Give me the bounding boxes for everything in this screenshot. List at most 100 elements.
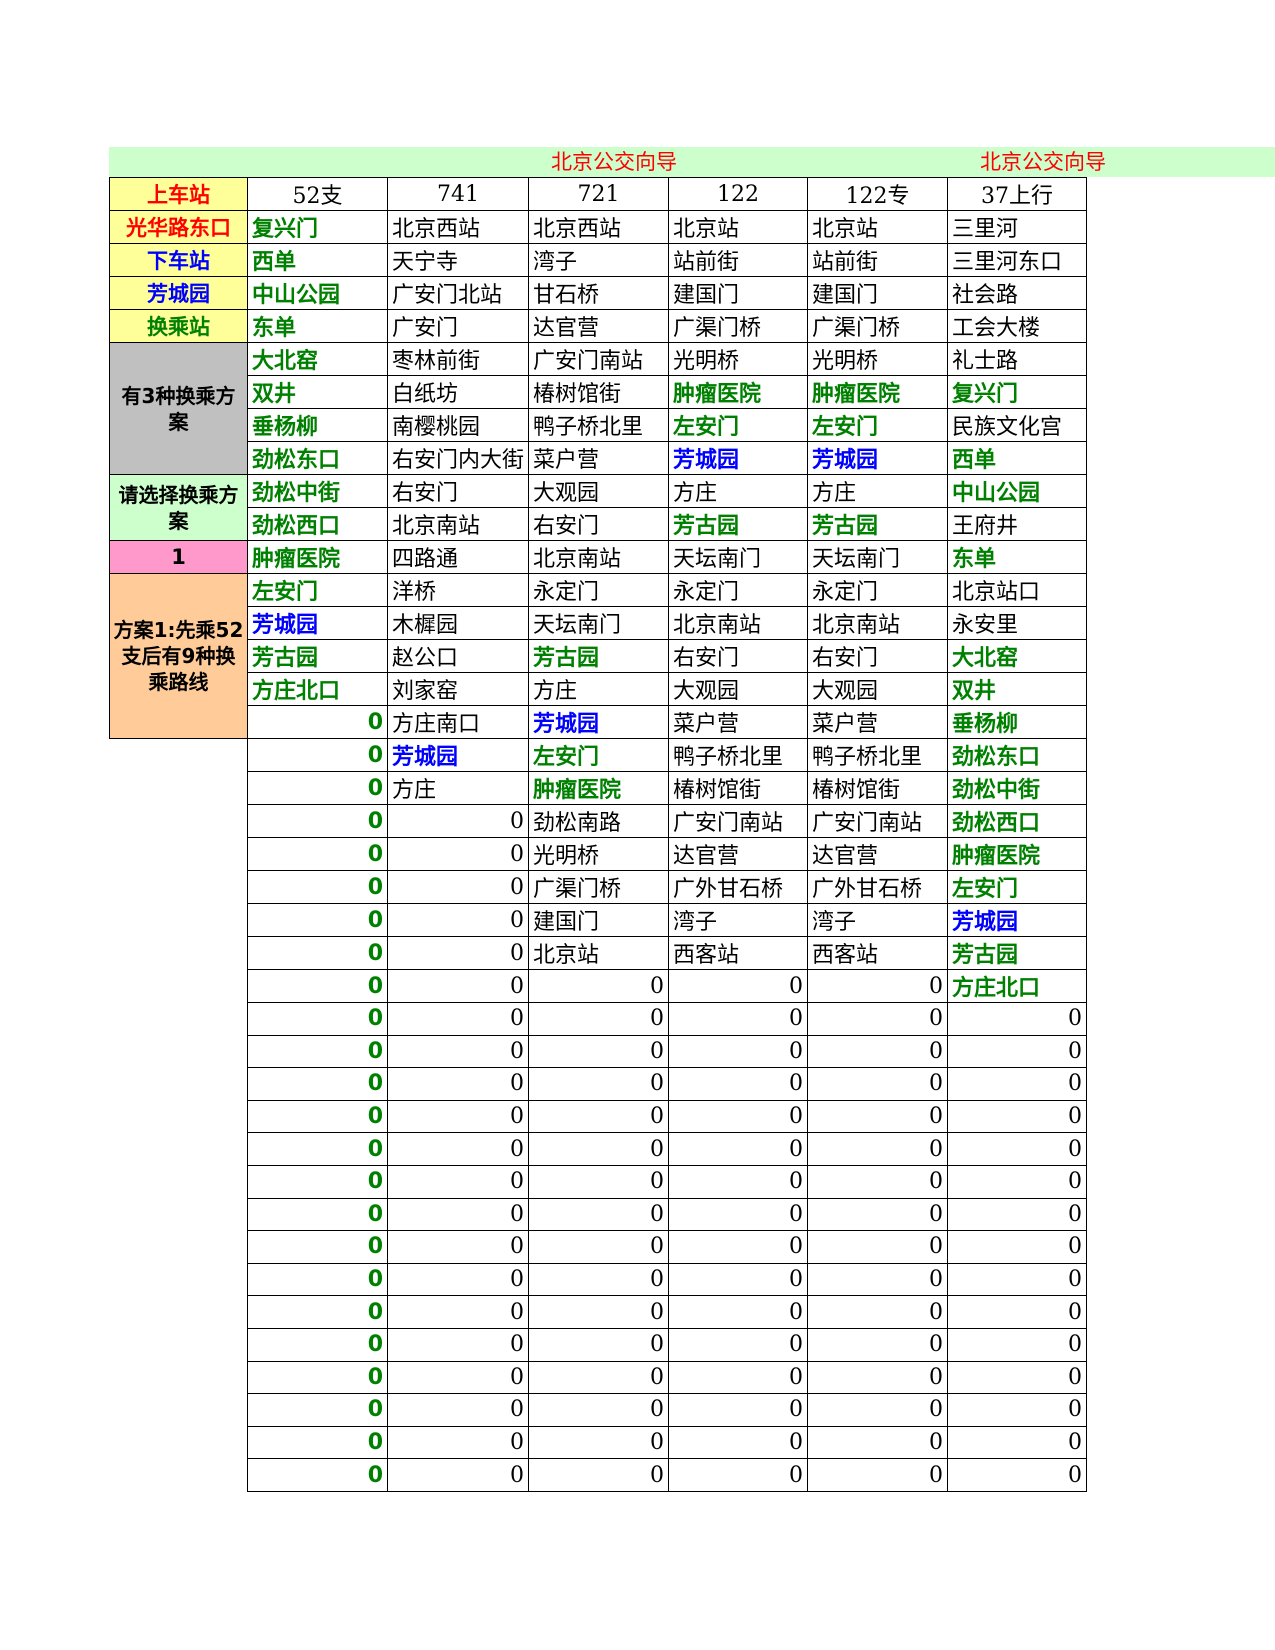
stop-cell: 枣林前街	[386, 342, 530, 376]
table-row: 请选择换乘方案劲松中街右安门大观园方庄方庄中山公园	[109, 474, 1088, 541]
stop-cell: 工会大楼	[947, 309, 1088, 343]
stop-cell: 芳古园	[528, 639, 670, 673]
stop-cell: 0	[247, 804, 388, 838]
stop-cell: 广渠门桥	[528, 870, 670, 904]
stop-cell: 白纸坊	[386, 375, 530, 409]
stop-cell: 三里河	[947, 210, 1088, 244]
stop-cell: 0	[947, 1230, 1088, 1264]
stop-cell: 木樨园	[386, 606, 530, 640]
stop-cell: 0	[528, 1393, 670, 1427]
stop-cell: 刘家窑	[386, 672, 530, 706]
stop-cell: 肿瘤医院	[807, 375, 949, 409]
stop-cell: 0	[947, 1164, 1088, 1199]
banner-title-2: 北京公交向导	[980, 150, 1106, 174]
stop-cell: 0	[947, 1197, 1088, 1232]
stop-cell: 方庄	[528, 672, 670, 706]
stop-cell: 广外甘石桥	[668, 870, 809, 904]
stop-cell: 0	[386, 903, 530, 937]
table-row: 双井白纸坊椿树馆街肿瘤医院肿瘤医院复兴门	[110, 375, 1088, 409]
stop-cell: 0	[807, 1034, 949, 1069]
stop-cell: 菜户营	[807, 705, 949, 739]
stop-cell: 广安门南站	[668, 804, 809, 838]
stop-cell: 双井	[247, 375, 388, 409]
stop-cell: 芳古园	[668, 507, 809, 541]
blank-cell	[110, 1426, 248, 1459]
stop-cell: 芳城园	[528, 705, 670, 739]
table-row: 芳古园赵公口芳古园右安门右安门大北窑	[110, 639, 1088, 673]
stop-cell: 0	[668, 1067, 809, 1101]
table-row: 换乘站东单广安门达官营广渠门桥广渠门桥工会大楼	[109, 309, 1088, 343]
stop-cell: 广渠门桥	[807, 309, 949, 343]
stop-cell: 0	[807, 1327, 949, 1362]
stop-cell: 方庄北口	[247, 672, 388, 706]
stop-cell: 东单	[947, 540, 1088, 574]
stop-cell: 广外甘石桥	[807, 870, 949, 904]
stop-cell: 左安门	[528, 738, 670, 772]
route-header: 741	[386, 177, 530, 211]
stop-cell: 礼士路	[947, 342, 1088, 376]
stop-cell: 0	[247, 969, 388, 1003]
stop-cell: 0	[807, 1164, 949, 1199]
blank-cell	[110, 1394, 248, 1427]
blank-cell	[110, 1003, 248, 1036]
stop-cell: 0	[247, 1230, 388, 1264]
stop-cell: 0	[247, 1360, 388, 1395]
stop-cell: 芳古园	[947, 936, 1088, 970]
stop-cell: 0	[386, 1425, 530, 1460]
stop-cell: 广安门	[386, 309, 530, 343]
stop-cell: 0	[668, 1099, 809, 1134]
route-header: 122	[668, 177, 809, 211]
plan-choice-cell[interactable]: 1	[109, 540, 248, 574]
stop-cell: 0	[247, 903, 388, 937]
choose-plan-label: 请选择换乘方案	[109, 474, 248, 541]
table-row: 方庄北口刘家窑方庄大观园大观园双井	[110, 672, 1088, 706]
stop-cell: 建国门	[528, 903, 670, 937]
stop-cell: 达官营	[668, 837, 809, 871]
blank-cell	[110, 805, 248, 838]
stop-cell: 0	[386, 1132, 530, 1166]
stop-cell: 0	[386, 837, 530, 871]
stop-cell: 劲松东口	[947, 738, 1088, 772]
stop-cell: 0	[247, 1067, 388, 1101]
stop-cell: 劲松东口	[247, 441, 388, 475]
stop-cell: 0	[528, 1230, 670, 1264]
stop-cell: 芳城园	[947, 903, 1088, 937]
blank-cell	[110, 739, 248, 772]
stop-cell: 北京站	[668, 210, 809, 244]
board-station-label: 上车站	[109, 177, 248, 211]
stop-cell: 0	[528, 1132, 670, 1166]
stop-cell: 鸭子桥北里	[668, 738, 809, 772]
stop-cell: 双井	[947, 672, 1088, 706]
blank-cell	[110, 904, 248, 937]
stop-cell: 站前街	[668, 243, 809, 277]
stop-cell: 0	[528, 1099, 670, 1134]
alight-station-label: 下车站	[109, 243, 248, 277]
stop-cell: 0	[528, 1458, 670, 1492]
stop-cell: 天坛南门	[807, 540, 949, 574]
stop-cell: 左安门	[247, 573, 388, 607]
alight-station-value: 芳城园	[109, 276, 248, 310]
stop-cell: 0	[386, 1295, 530, 1329]
blank-cell	[110, 1100, 248, 1133]
stop-cell: 广安门北站	[386, 276, 530, 310]
stop-cell: 北京南站	[528, 540, 670, 574]
stop-cell: 0	[386, 1393, 530, 1427]
stop-cell: 0	[947, 1327, 1088, 1362]
stop-cell: 0	[386, 1327, 530, 1362]
stop-cell: 0	[247, 1393, 388, 1427]
stop-cell: 0	[668, 1425, 809, 1460]
stop-cell: 0	[947, 1360, 1088, 1395]
stop-cell: 大观园	[668, 672, 809, 706]
stop-cell: 垂杨柳	[247, 408, 388, 442]
stop-cell: 0	[668, 1327, 809, 1362]
stop-cell: 肿瘤医院	[247, 540, 388, 574]
stop-cell: 芳古园	[807, 507, 949, 541]
stop-cell: 北京南站	[386, 507, 530, 541]
stop-cell: 广安门南站	[807, 804, 949, 838]
